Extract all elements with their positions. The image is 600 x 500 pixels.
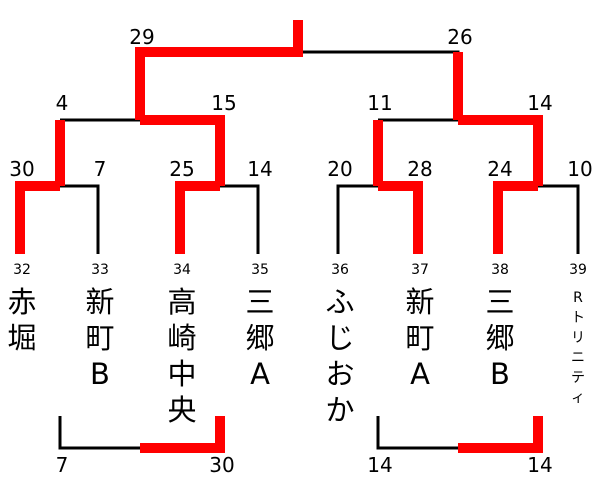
winner-lines (15, 20, 543, 453)
team-name: 新 町 A (405, 285, 435, 391)
placement2-left-score: 14 (367, 453, 392, 477)
team-seed: 39 (569, 262, 587, 278)
final-right-score: 26 (447, 25, 472, 49)
semi-left-winner-line (140, 115, 225, 186)
qf2-right-score: 14 (247, 157, 272, 181)
team-name: 三 郷 B (485, 285, 515, 391)
qf1-left-score: 30 (9, 157, 34, 181)
team-seed: 33 (91, 262, 109, 278)
qf2-right-line (218, 184, 260, 254)
qf1-right-score: 7 (94, 157, 107, 181)
semi2-left-score: 11 (367, 91, 392, 115)
qf3-winner-line (378, 181, 423, 254)
team-seed: 34 (173, 262, 191, 278)
team-seed: 35 (251, 262, 269, 278)
qf2-left-score: 25 (169, 157, 194, 181)
placement2-right-score: 14 (527, 453, 552, 477)
team-seed: 38 (491, 262, 509, 278)
placement1-right-score: 30 (209, 453, 234, 477)
semi1-right-score: 15 (211, 91, 236, 115)
team-name: 赤 堀 (7, 285, 37, 355)
team-name: ふ じ お か (325, 285, 355, 427)
qf4-winner-line (493, 181, 538, 254)
semi2-right-score: 14 (527, 91, 552, 115)
qf2-winner-line (175, 181, 220, 254)
qf3-left-line (336, 184, 378, 254)
team-name: R ト リ ニ テ ィ (571, 290, 585, 406)
qf4-right-score: 10 (567, 157, 592, 181)
placement-left-winner-line (140, 416, 225, 453)
qf3-right-score: 28 (407, 157, 432, 181)
placement1-left-score: 7 (56, 453, 69, 477)
final-left-winner-line (135, 20, 303, 120)
team-name: 新 町 B (85, 285, 115, 391)
final-right-line (298, 50, 460, 56)
team-name: 三 郷 A (245, 285, 275, 391)
team-name: 高 崎 中 央 (167, 285, 197, 427)
semi1-left-score: 4 (56, 91, 69, 115)
placement-right-black-line (376, 416, 458, 450)
team-seed: 37 (411, 262, 429, 278)
team-seed: 36 (331, 262, 349, 278)
placement-right-winner-line (458, 416, 543, 453)
final-left-score: 29 (129, 25, 154, 49)
qf4-right-line (538, 184, 580, 254)
qf1-winner-line (15, 181, 60, 254)
qf4-left-score: 24 (487, 157, 512, 181)
placement-left-black-line (58, 416, 140, 450)
qf1-right-line (60, 184, 100, 254)
qf3-left-score: 20 (327, 157, 352, 181)
semi-right-winner-line (458, 115, 543, 186)
team-seed: 32 (13, 262, 31, 278)
